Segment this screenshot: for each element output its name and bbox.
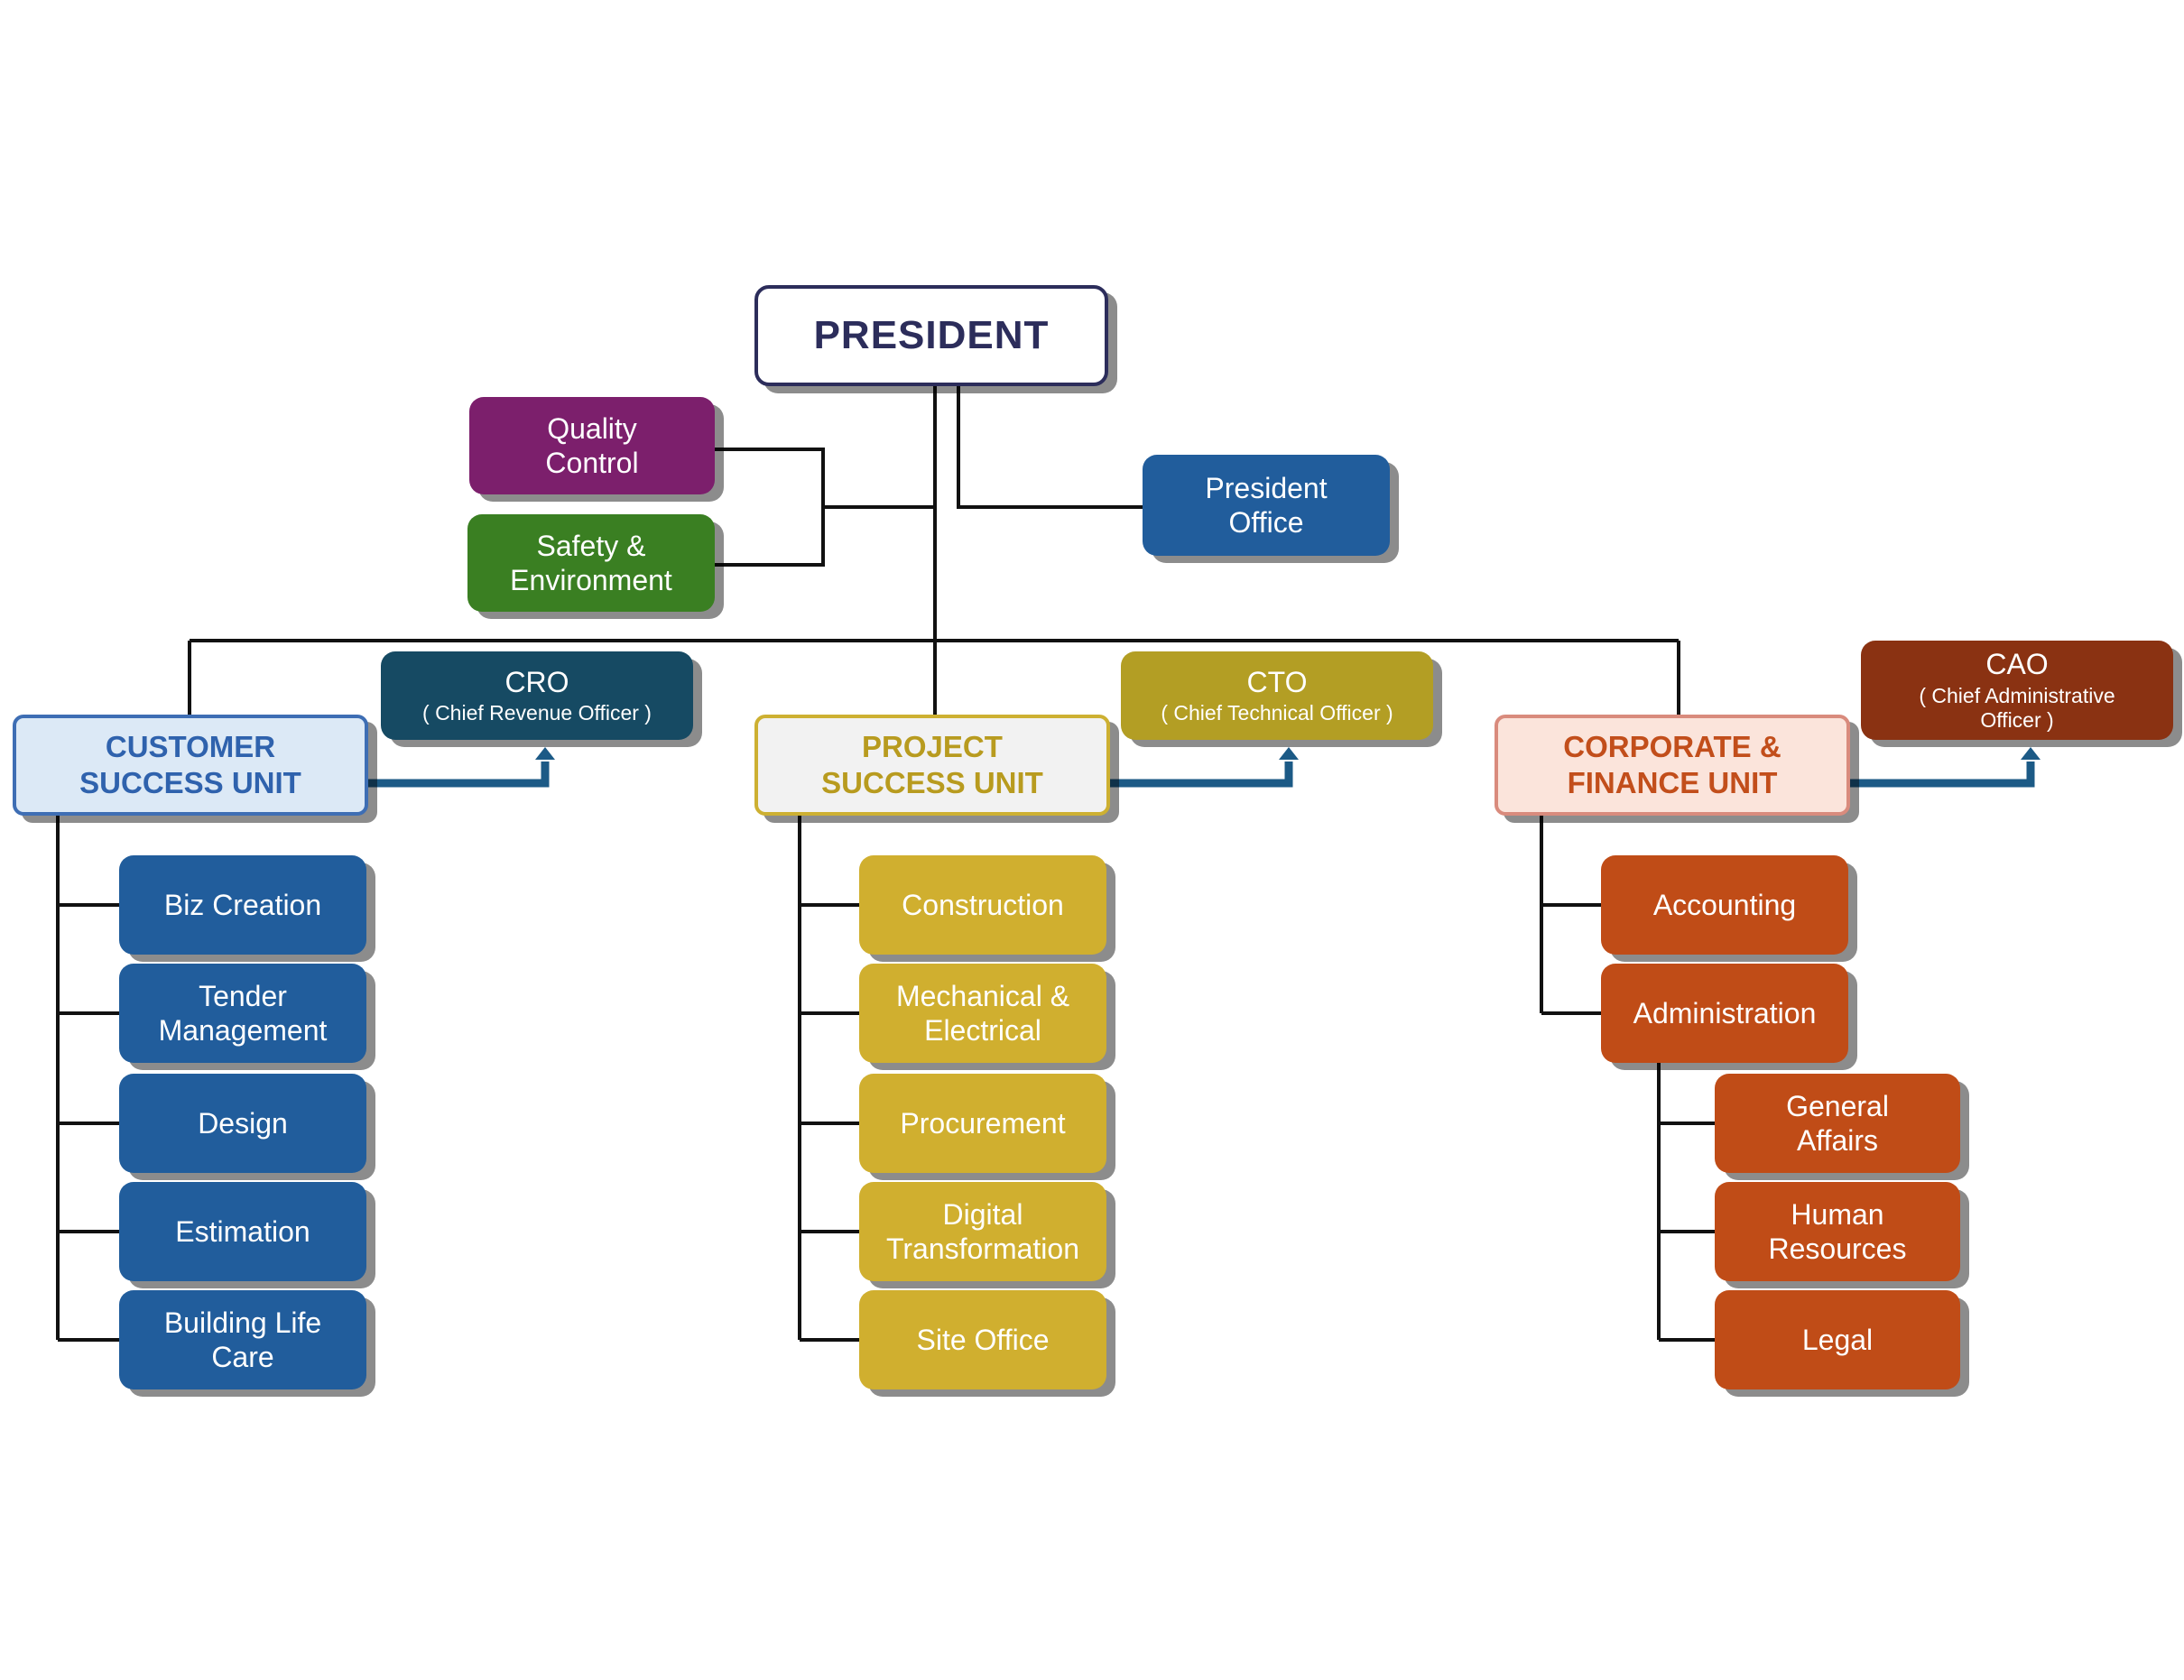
dept-building-life-care[interactable]: Building Life Care (119, 1290, 366, 1389)
customer-success-unit-label: CUSTOMER SUCCESS UNIT (79, 730, 301, 799)
president-label: PRESIDENT (813, 312, 1050, 357)
dept-mechanical-electrical-label: Mechanical & Electrical (895, 979, 1070, 1047)
staff-bracket-line (715, 448, 825, 567)
subdept-legal[interactable]: Legal (1715, 1290, 1960, 1389)
dept-tender-management[interactable]: Tender Management (119, 964, 366, 1063)
dept-construction-label: Construction (902, 888, 1064, 921)
project-success-unit-label: PROJECT SUCCESS UNIT (821, 730, 1043, 799)
cao-arrow-line (1850, 762, 2035, 788)
subdept-general-affairs[interactable]: General Affairs (1715, 1074, 1960, 1173)
dept-biz-creation[interactable]: Biz Creation (119, 855, 366, 955)
dept-estimation-label: Estimation (175, 1214, 310, 1248)
dept-tender-management-label: Tender Management (158, 979, 328, 1047)
cto-title: ( Chief Technical Officer ) (1161, 701, 1393, 725)
safety-environment-box[interactable]: Safety & Environment (467, 514, 715, 612)
cto-code: CTO (1246, 666, 1308, 698)
dept-building-life-care-label: Building Life Care (163, 1306, 322, 1373)
cto-arrow-head (1279, 747, 1299, 760)
corporate-finance-unit-box[interactable]: CORPORATE & FINANCE UNIT (1495, 715, 1850, 816)
president-office-link-line (957, 386, 1143, 509)
dept-digital-transformation[interactable]: Digital Transformation (859, 1182, 1106, 1281)
dept-procurement-label: Procurement (900, 1106, 1066, 1140)
quality-control-box[interactable]: Quality Control (469, 397, 715, 494)
subdept-legal-label: Legal (1801, 1323, 1874, 1356)
project-success-unit-box[interactable]: PROJECT SUCCESS UNIT (754, 715, 1110, 816)
cro-box[interactable]: CRO ( Chief Revenue Officer ) (381, 651, 693, 740)
dept-administration[interactable]: Administration (1601, 964, 1848, 1063)
corporate-finance-unit-label: CORPORATE & FINANCE UNIT (1563, 730, 1781, 799)
subdept-human-resources[interactable]: Human Resources (1715, 1182, 1960, 1281)
cro-arrow-line (368, 762, 550, 788)
cao-arrow-head (2021, 747, 2041, 760)
dept-site-office[interactable]: Site Office (859, 1290, 1106, 1389)
subdept-general-affairs-label: General Affairs (1786, 1089, 1889, 1157)
dept-digital-transformation-label: Digital Transformation (886, 1197, 1079, 1265)
dept-accounting-label: Accounting (1652, 888, 1797, 921)
dept-design-label: Design (198, 1106, 288, 1140)
cro-title: ( Chief Revenue Officer ) (422, 701, 652, 725)
dept-administration-label: Administration (1633, 996, 1817, 1029)
customer-success-unit-box[interactable]: CUSTOMER SUCCESS UNIT (13, 715, 368, 816)
cto-box[interactable]: CTO ( Chief Technical Officer ) (1121, 651, 1433, 740)
president-office-box[interactable]: President Office (1143, 455, 1390, 556)
dept-procurement[interactable]: Procurement (859, 1074, 1106, 1173)
cro-arrow-head (535, 747, 555, 760)
cao-code: CAO (1985, 648, 2049, 681)
dept-estimation[interactable]: Estimation (119, 1182, 366, 1281)
president-office-label: President Office (1205, 471, 1328, 539)
cto-arrow-line (1110, 762, 1293, 788)
safety-environment-label: Safety & Environment (510, 529, 672, 596)
president-box[interactable]: PRESIDENT (754, 285, 1108, 386)
dept-construction[interactable]: Construction (859, 855, 1106, 955)
dept-site-office-label: Site Office (916, 1323, 1050, 1356)
dept-accounting[interactable]: Accounting (1601, 855, 1848, 955)
cao-title: ( Chief Administrative Officer ) (1919, 683, 2115, 733)
dept-biz-creation-label: Biz Creation (163, 888, 322, 921)
dept-design[interactable]: Design (119, 1074, 366, 1173)
cro-code: CRO (504, 666, 569, 698)
cao-box[interactable]: CAO ( Chief Administrative Officer ) (1861, 641, 2173, 740)
quality-control-label: Quality Control (545, 411, 639, 479)
subdept-human-resources-label: Human Resources (1768, 1197, 1907, 1265)
dept-mechanical-electrical[interactable]: Mechanical & Electrical (859, 964, 1106, 1063)
